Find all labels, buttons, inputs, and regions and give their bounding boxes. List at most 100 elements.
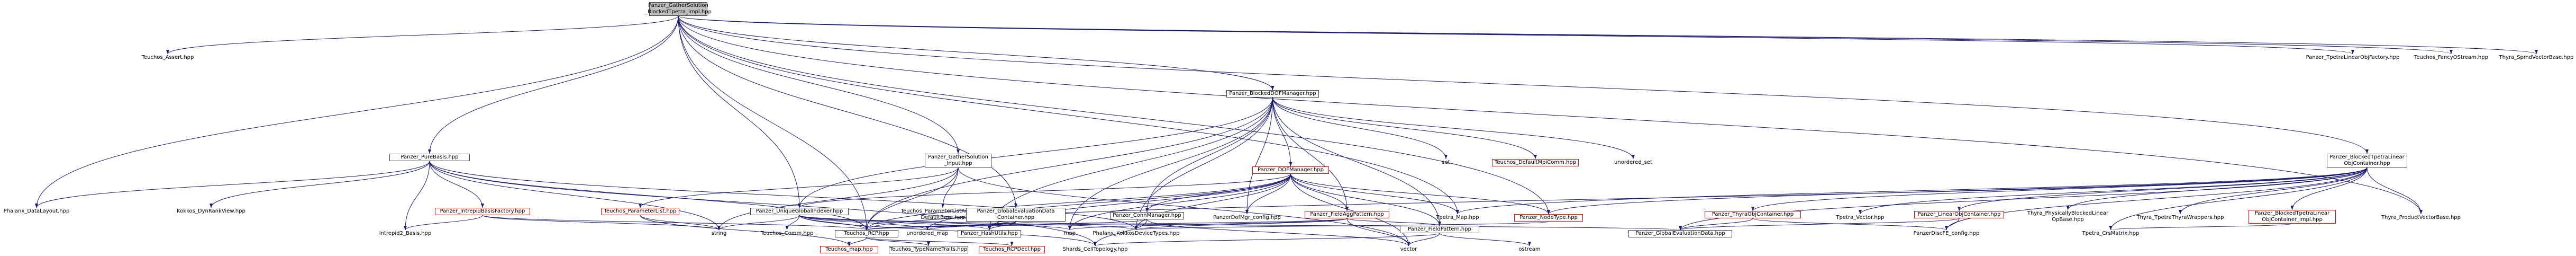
node-label: ObjContainer.hpp (2344, 161, 2390, 166)
node-thyra-product-vector: Thyra_ProductVectorBase.hpp (2374, 214, 2468, 222)
edge-dof-manager-to-panzer-dofmgr-config (1245, 173, 1291, 215)
edge-field-pattern-to-ostream (1439, 233, 1531, 246)
edge-root-to-phalanx-datalayout (35, 15, 679, 208)
edge-blocked-tpetra-container-to-thyra-product-vector (2366, 167, 2423, 215)
edge-blocked-tpetra-container-to-tpetra-map (1456, 167, 2368, 215)
edge-pure-basis-to-intrepid2-basis (404, 161, 430, 231)
node-label: Teuchos_Assert.hpp (141, 55, 194, 60)
node-hash-utils[interactable]: Panzer_HashUtils.hpp (958, 230, 1021, 237)
node-vector: vector (1397, 246, 1421, 253)
node-thyra-obj-container[interactable]: Panzer_ThyraObjContainer.hpp (1705, 211, 1801, 218)
edge-field-pattern-to-vector (1407, 233, 1440, 246)
node-unique-global-indexer[interactable]: Panzer_UniqueGlobalIndexer.hpp (750, 208, 849, 215)
edge-unique-global-indexer-to-map (799, 215, 1071, 231)
edge-root-to-tpetra-map (678, 15, 1459, 215)
node-label: unordered_map (906, 231, 949, 236)
node-blocked-dof-manager[interactable]: Panzer_BlockedDOFManager.hpp (1226, 90, 1319, 98)
node-label: Panzer_LinearObjContainer.hpp (1917, 211, 2001, 217)
edge-gather-solution-input-to-string (717, 167, 959, 231)
edge-root-to-teuchos-fancy (678, 15, 2453, 55)
edge-dof-manager-to-phalanx-kokkos (1134, 173, 1291, 231)
node-tpetra-vector: Tpetra_Vector.hpp (1834, 214, 1887, 222)
node-label: Panzer_FieldAggPattern.hpp (1310, 211, 1384, 217)
node-teuchos-assert: Teuchos_Assert.hpp (139, 54, 197, 61)
node-label: Shards_CellTopology.hpp (1062, 246, 1128, 252)
node-label: Tpetra_Map.hpp (1436, 215, 1479, 220)
node-label: Panzer_ConnManager.hpp (1113, 213, 1181, 218)
edge-blocked-tpetra-container-to-linear-obj-container (1958, 167, 2368, 211)
edge-teuchos-rcp-to-teuchos-rcp-map (848, 237, 867, 246)
node-teuchos-rcp[interactable]: Teuchos_RCP.hpp (835, 230, 898, 237)
node-label: ObjContainer_impl.hpp (2262, 217, 2323, 223)
node-label: PanzerDofMgr_config.hpp (1213, 215, 1281, 220)
node-global-eval-data[interactable]: Panzer_GlobalEvaluationData.hpp (1628, 230, 1732, 237)
edge-root-to-node-type (678, 15, 1550, 215)
node-label: ostream (1518, 246, 1541, 252)
node-default-mpi-comm[interactable]: Teuchos_DefaultMpiComm.hpp (1492, 159, 1579, 166)
node-label: Panzer_GlobalEvaluationData.hpp (1635, 231, 1725, 236)
edge-blocked-dof-manager-to-field-agg-pattern (1272, 97, 1349, 211)
node-label: Thyra_SpmdVectorBase.hpp (2499, 55, 2574, 60)
edge-node-type-to-phalanx-kokkos (1135, 221, 1549, 231)
edge-root-to-pure-basis (428, 15, 679, 154)
node-teuchos-fancy: Teuchos_FancyOStream.hpp (2411, 54, 2491, 61)
node-type-name-traits[interactable]: Teuchos_TypeNameTraits.hpp (889, 246, 968, 253)
node-dof-manager[interactable]: Panzer_DOFManager.hpp (1252, 166, 1329, 174)
edge-parameter-list-to-string (640, 215, 721, 231)
edge-gather-solution-input-to-teuchos-rcp (865, 167, 959, 231)
edge-root-to-global-eval-container (678, 15, 1017, 208)
node-label: Panzer_IntrepidBasisFactory.hpp (440, 208, 525, 214)
node-parameter-list[interactable]: Teuchos_ParameterList.hpp (601, 208, 679, 215)
node-conn-manager[interactable]: Panzer_ConnManager.hpp (1110, 212, 1184, 219)
node-tpetra-lin-obj-factory: Panzer_TpetraLinearObjFactory.hpp (2303, 54, 2402, 61)
node-rcp-decl[interactable]: Teuchos_RCPDecl.hpp (979, 246, 1045, 253)
node-label: OpBase.hpp (2052, 217, 2084, 223)
node-label: Panzer_GatherSolution (648, 3, 708, 8)
edge-intrepid-basis-factory-to-intrepid2-basis (404, 215, 483, 231)
edge-root-to-gather-solution-input (678, 15, 960, 154)
edge-root-to-blocked-dof-manager (678, 15, 1275, 91)
edge-blocked-tpetra-container-to-blocked-tpetra-impl (2290, 167, 2368, 210)
edge-dof-manager-to-field-agg-pattern (1290, 173, 1349, 211)
node-label: string (711, 231, 727, 236)
node-node-type[interactable]: Panzer_NodeType.hpp (1514, 214, 1583, 222)
node-intrepid2-basis: Intrepid2_Basis.hpp (374, 230, 437, 237)
edge-root-to-teuchos-assert (166, 15, 679, 55)
node-teuchos-rcp-map[interactable]: Teuchos_map.hpp (820, 246, 878, 253)
edge-gather-solution-input-to-parameter-list (639, 167, 959, 208)
edge-blocked-tpetra-container-to-node-type (1547, 167, 2368, 215)
node-tpetra-crsmatrix: Tpetra_CrsMatrix.hpp (2080, 230, 2141, 237)
node-field-pattern[interactable]: Panzer_FieldPattern.hpp (1400, 226, 1479, 233)
node-label: Teuchos_Comm.hpp (760, 231, 814, 236)
node-label: Teuchos_RCPDecl.hpp (983, 246, 1041, 252)
node-panzer-discfe-config: PanzerDiscFE_config.hpp (1907, 230, 1986, 237)
edge-linear-obj-container-to-panzer-discfe-config (1945, 218, 1960, 231)
node-gather-solution-input[interactable]: Panzer_GatherSolution_Input.hpp (925, 154, 991, 167)
edge-pure-basis-to-shards-topology (429, 161, 1097, 246)
node-intrepid-basis-factory[interactable]: Panzer_IntrepidBasisFactory.hpp (435, 208, 530, 215)
edge-dof-manager-to-tpetra-map (1290, 173, 1459, 215)
edge-blocked-tpetra-container-to-tpetra-vector (1859, 167, 2368, 215)
node-label: Panzer_BlockedDOFManager.hpp (1229, 91, 1316, 96)
node-label: _Input.hpp (944, 161, 972, 166)
node-label: Panzer_TpetraLinearObjFactory.hpp (2306, 55, 2400, 60)
node-kokkos-dynrankview: Kokkos_DynRankView.hpp (175, 208, 248, 215)
edge-pure-basis-to-phalanx-kokkos (429, 161, 1138, 231)
node-label: DefaultBase.hpp (921, 215, 965, 220)
node-linear-obj-container[interactable]: Panzer_LinearObjContainer.hpp (1914, 211, 2004, 218)
node-field-agg-pattern[interactable]: Panzer_FieldAggPattern.hpp (1305, 211, 1389, 218)
edge-blocked-tpetra-container-to-thyra-obj-container (1751, 167, 2368, 211)
edge-blocked-dof-manager-to-set (1272, 97, 1448, 160)
edge-dof-manager-to-field-pattern (1290, 173, 1441, 226)
edge-blocked-dof-manager-to-field-pattern (1272, 97, 1441, 226)
edge-blocked-dof-manager-to-conn-manager (1145, 97, 1273, 213)
node-label: Phalanx_DataLayout.hpp (3, 208, 70, 214)
node-pure-basis[interactable]: Panzer_PureBasis.hpp (389, 154, 470, 161)
node-panzer-dofmgr-config: PanzerDofMgr_config.hpp (1207, 214, 1287, 222)
